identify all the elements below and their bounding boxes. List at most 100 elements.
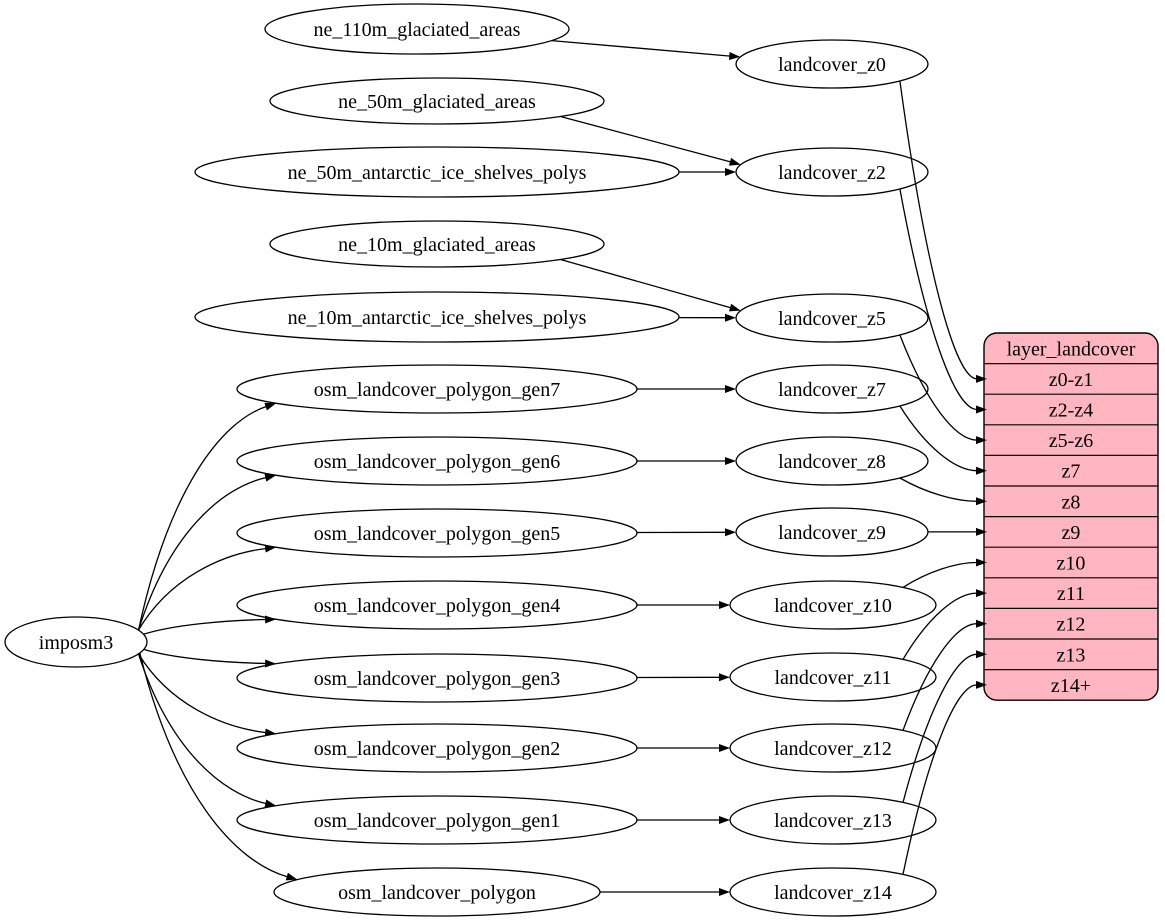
edge-landcover_z0--layer_landcover-z0-z1 [899,80,978,380]
node-landcover_z9: landcover_z9 [735,507,929,557]
arrowhead-icon [729,52,741,60]
record-row-label: z9 [1062,522,1081,544]
node-landcover_z14: landcover_z14 [729,867,937,917]
arrowhead-icon [725,168,736,176]
node-label: osm_landcover_polygon_gen7 [314,379,561,401]
node-label: landcover_z14 [774,882,892,904]
arrowhead-icon [976,527,987,536]
node-ellipse-shape [735,39,929,89]
node-label: imposm3 [39,632,113,654]
edge-ne_10m_glaciated_areas--landcover_z5 [560,258,732,309]
arrowhead-icon [976,680,987,689]
arrowhead-icon [264,402,277,411]
record-row-label: z7 [1062,461,1081,483]
arrowhead-icon [719,744,730,752]
arrowhead-icon [976,374,987,383]
node-ne_50m_antarctic_ice_shelves_polys: ne_50m_antarctic_ice_shelves_polys [194,146,680,198]
arrowhead-icon [285,872,298,881]
node-imposm3: imposm3 [4,616,148,668]
node-label: ne_10m_glaciated_areas [338,234,536,256]
node-osm_landcover_polygon: osm_landcover_polygon [273,867,601,917]
arrowhead-icon [265,615,277,624]
node-landcover_z5: landcover_z5 [735,293,929,343]
record-row-label: z10 [1057,553,1086,575]
node-landcover_z10: landcover_z10 [729,580,937,630]
edge-landcover_z2--layer_landcover-z2-z4 [899,188,978,411]
node-osm_landcover_polygon_gen2: osm_landcover_polygon_gen2 [236,723,638,773]
edge-imposm3--osm_landcover_polygon_gen7 [137,405,267,631]
edge-imposm3--osm_landcover_polygon_gen6 [137,476,267,631]
node-label: landcover_z12 [774,738,892,760]
arrowhead-icon [719,888,730,896]
edge-landcover_z8--layer_landcover-z8 [899,477,978,502]
node-label: landcover_z13 [774,810,892,832]
edge-landcover_z7--layer_landcover-z7 [899,405,978,472]
node-ne_50m_glaciated_areas: ne_50m_glaciated_areas [269,77,605,125]
arrowhead-icon [719,816,730,824]
edge-imposm3--osm_landcover_polygon_gen3 [143,648,267,665]
node-label: landcover_z7 [778,379,886,401]
edge-landcover_z12--layer_landcover-z12 [902,623,978,731]
node-osm_landcover_polygon_gen3: osm_landcover_polygon_gen3 [236,653,638,703]
node-osm_landcover_polygon_gen7: osm_landcover_polygon_gen7 [236,364,638,414]
edge-landcover_z14--layer_landcover-z14+ [902,684,978,875]
node-osm_landcover_polygon_gen6: osm_landcover_polygon_gen6 [236,436,638,486]
edge-imposm3--osm_landcover_polygon_gen2 [137,653,267,734]
node-osm_landcover_polygon_gen4: osm_landcover_polygon_gen4 [236,580,638,630]
node-ellipse-shape [4,616,148,668]
arrowhead-icon [976,405,987,414]
record-row-label: z14+ [1051,675,1091,697]
arrowhead-icon [719,673,730,682]
node-label: osm_landcover_polygon_gen3 [314,668,561,690]
arrowhead-icon [264,728,277,737]
node-label: landcover_z8 [778,451,886,473]
arrowhead-icon [976,650,987,659]
record-row-label: z13 [1057,644,1086,666]
record-row-label: z2-z4 [1049,400,1093,422]
node-ellipse-shape [269,77,605,125]
record-title: layer_landcover [1007,338,1136,360]
record-row-label: z11 [1057,583,1085,605]
edge-landcover_z10--layer_landcover-z10 [902,561,978,588]
node-label: landcover_z11 [775,667,892,689]
node-ne_10m_antarctic_ice_shelves_polys: ne_10m_antarctic_ice_shelves_polys [194,291,680,343]
node-label: osm_landcover_polygon_gen2 [314,738,561,760]
node-ne_110m_glaciated_areas: ne_110m_glaciated_areas [264,3,570,55]
node-label: landcover_z0 [778,54,886,76]
edge-imposm3--osm_landcover_polygon_gen1 [137,653,267,805]
edge-landcover_z13--layer_landcover-z13 [902,653,978,803]
node-ellipse-shape [729,652,937,702]
edge-landcover_z5--layer_landcover-z5-z6 [899,334,978,441]
node-label: ne_50m_glaciated_areas [338,91,536,113]
node-label: osm_landcover_polygon_gen6 [314,451,561,473]
arrowhead-icon [976,589,987,598]
arrowhead-icon [976,436,987,445]
node-label: osm_landcover_polygon_gen5 [314,523,561,545]
node-ellipse-shape [236,653,638,703]
edge-ne_110m_glaciated_areas--landcover_z0 [551,39,731,57]
edge-imposm3--osm_landcover_polygon_gen4 [143,618,267,635]
edge-imposm3--osm_landcover_polygon [139,652,288,878]
node-label: landcover_z5 [778,308,886,330]
arrowhead-icon [264,544,277,553]
node-label: osm_landcover_polygon_gen4 [314,595,561,617]
node-landcover_z11: landcover_z11 [729,652,937,702]
node-ne_10m_glaciated_areas: ne_10m_glaciated_areas [269,220,605,268]
node-landcover_z7: landcover_z7 [735,364,929,414]
arrowhead-icon [725,313,736,322]
node-landcover_z2: landcover_z2 [735,147,929,197]
arrowhead-icon [725,385,736,393]
node-landcover_z13: landcover_z13 [729,795,937,845]
node-label: ne_110m_glaciated_areas [314,19,521,41]
arrowhead-icon [729,157,741,166]
node-ellipse-shape [269,220,605,268]
record-row-label: z8 [1062,491,1081,513]
node-landcover_z8: landcover_z8 [735,436,929,486]
arrowhead-icon [725,457,736,465]
node-osm_landcover_polygon_gen1: osm_landcover_polygon_gen1 [236,795,638,845]
arrowhead-icon [976,619,987,628]
node-label: osm_landcover_polygon_gen1 [314,810,561,832]
node-label: ne_10m_antarctic_ice_shelves_polys [288,307,587,329]
edge-imposm3--osm_landcover_polygon_gen5 [137,547,267,631]
